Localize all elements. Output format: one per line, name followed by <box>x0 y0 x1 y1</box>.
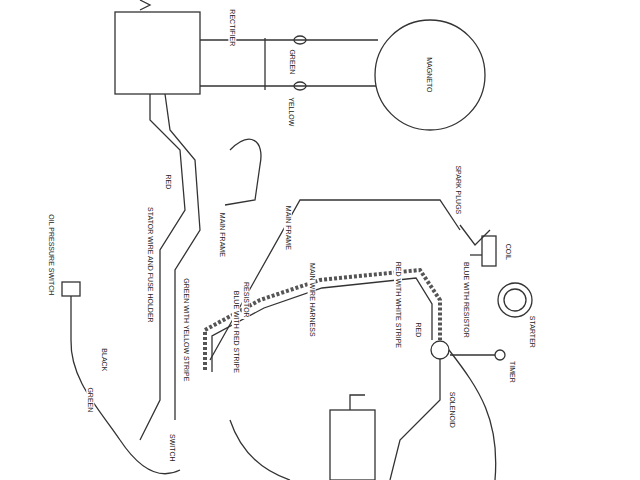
wire-label: GREEN WITH YELLOW STRIPE <box>182 278 190 383</box>
wire <box>200 39 378 40</box>
wire <box>390 359 440 480</box>
wire-label: RED WITH WHITE STRIPE <box>394 261 402 349</box>
wire-label: STARTER <box>528 315 536 349</box>
wire <box>200 85 376 86</box>
wire-label: GREEN <box>288 49 296 76</box>
wire-label: RECTIFIER <box>228 9 236 48</box>
wire-label: SWITCH <box>168 433 176 463</box>
wire <box>140 0 150 10</box>
battery-box <box>330 410 375 480</box>
wire <box>165 94 200 420</box>
wire-label: GREEN <box>86 387 94 414</box>
connector-symbol <box>294 36 306 44</box>
coil-symbol <box>482 236 496 266</box>
wire <box>470 254 482 255</box>
solenoid-symbol <box>431 341 449 359</box>
wire <box>450 354 495 355</box>
harness <box>205 270 440 370</box>
starter-symbol <box>498 283 532 317</box>
wire <box>350 395 365 410</box>
starter-symbol <box>504 289 526 311</box>
timer-symbol <box>495 350 505 360</box>
wire <box>71 296 120 440</box>
wire-label: BLUE WITH RED STRIPE <box>232 290 240 374</box>
wire-label: COIL <box>504 243 512 261</box>
wire-label: RED <box>414 322 422 339</box>
wire-label: BLACK <box>100 348 108 373</box>
wire-label: RED <box>164 174 172 191</box>
wire-label: SPARK PLUGS <box>454 165 462 216</box>
circle-outline <box>375 20 485 130</box>
regulator-box <box>115 12 200 94</box>
connector-symbol <box>294 82 306 90</box>
wire <box>264 38 265 90</box>
magneto-circle: MAGNETO <box>373 18 487 132</box>
wire-label: TIMER <box>508 360 516 384</box>
wire-label: MAIN WIRE HARNESS <box>308 262 316 338</box>
wire <box>140 94 185 440</box>
wire-label: BLUE WITH RESISTOR <box>462 261 470 339</box>
wire-label: MAIN FRAME <box>284 205 292 251</box>
wire-label: OIL PRESSURE SWITCH <box>48 213 56 296</box>
wire-label: MAIN FRAME <box>218 212 226 258</box>
wire-label: YELLOW <box>288 96 296 127</box>
wire-label: SOLENOID <box>448 391 456 429</box>
wire-label: STATOR WIRE AND FUSE HOLDER <box>146 206 154 324</box>
wire <box>449 350 496 480</box>
wire-label: RESISTOR <box>242 281 250 319</box>
wire <box>230 420 290 480</box>
oil-switch-symbol <box>62 282 80 296</box>
node-label: MAGNETO <box>426 57 434 92</box>
ground-wire <box>225 139 261 205</box>
spark-plug-symbol <box>460 225 490 245</box>
